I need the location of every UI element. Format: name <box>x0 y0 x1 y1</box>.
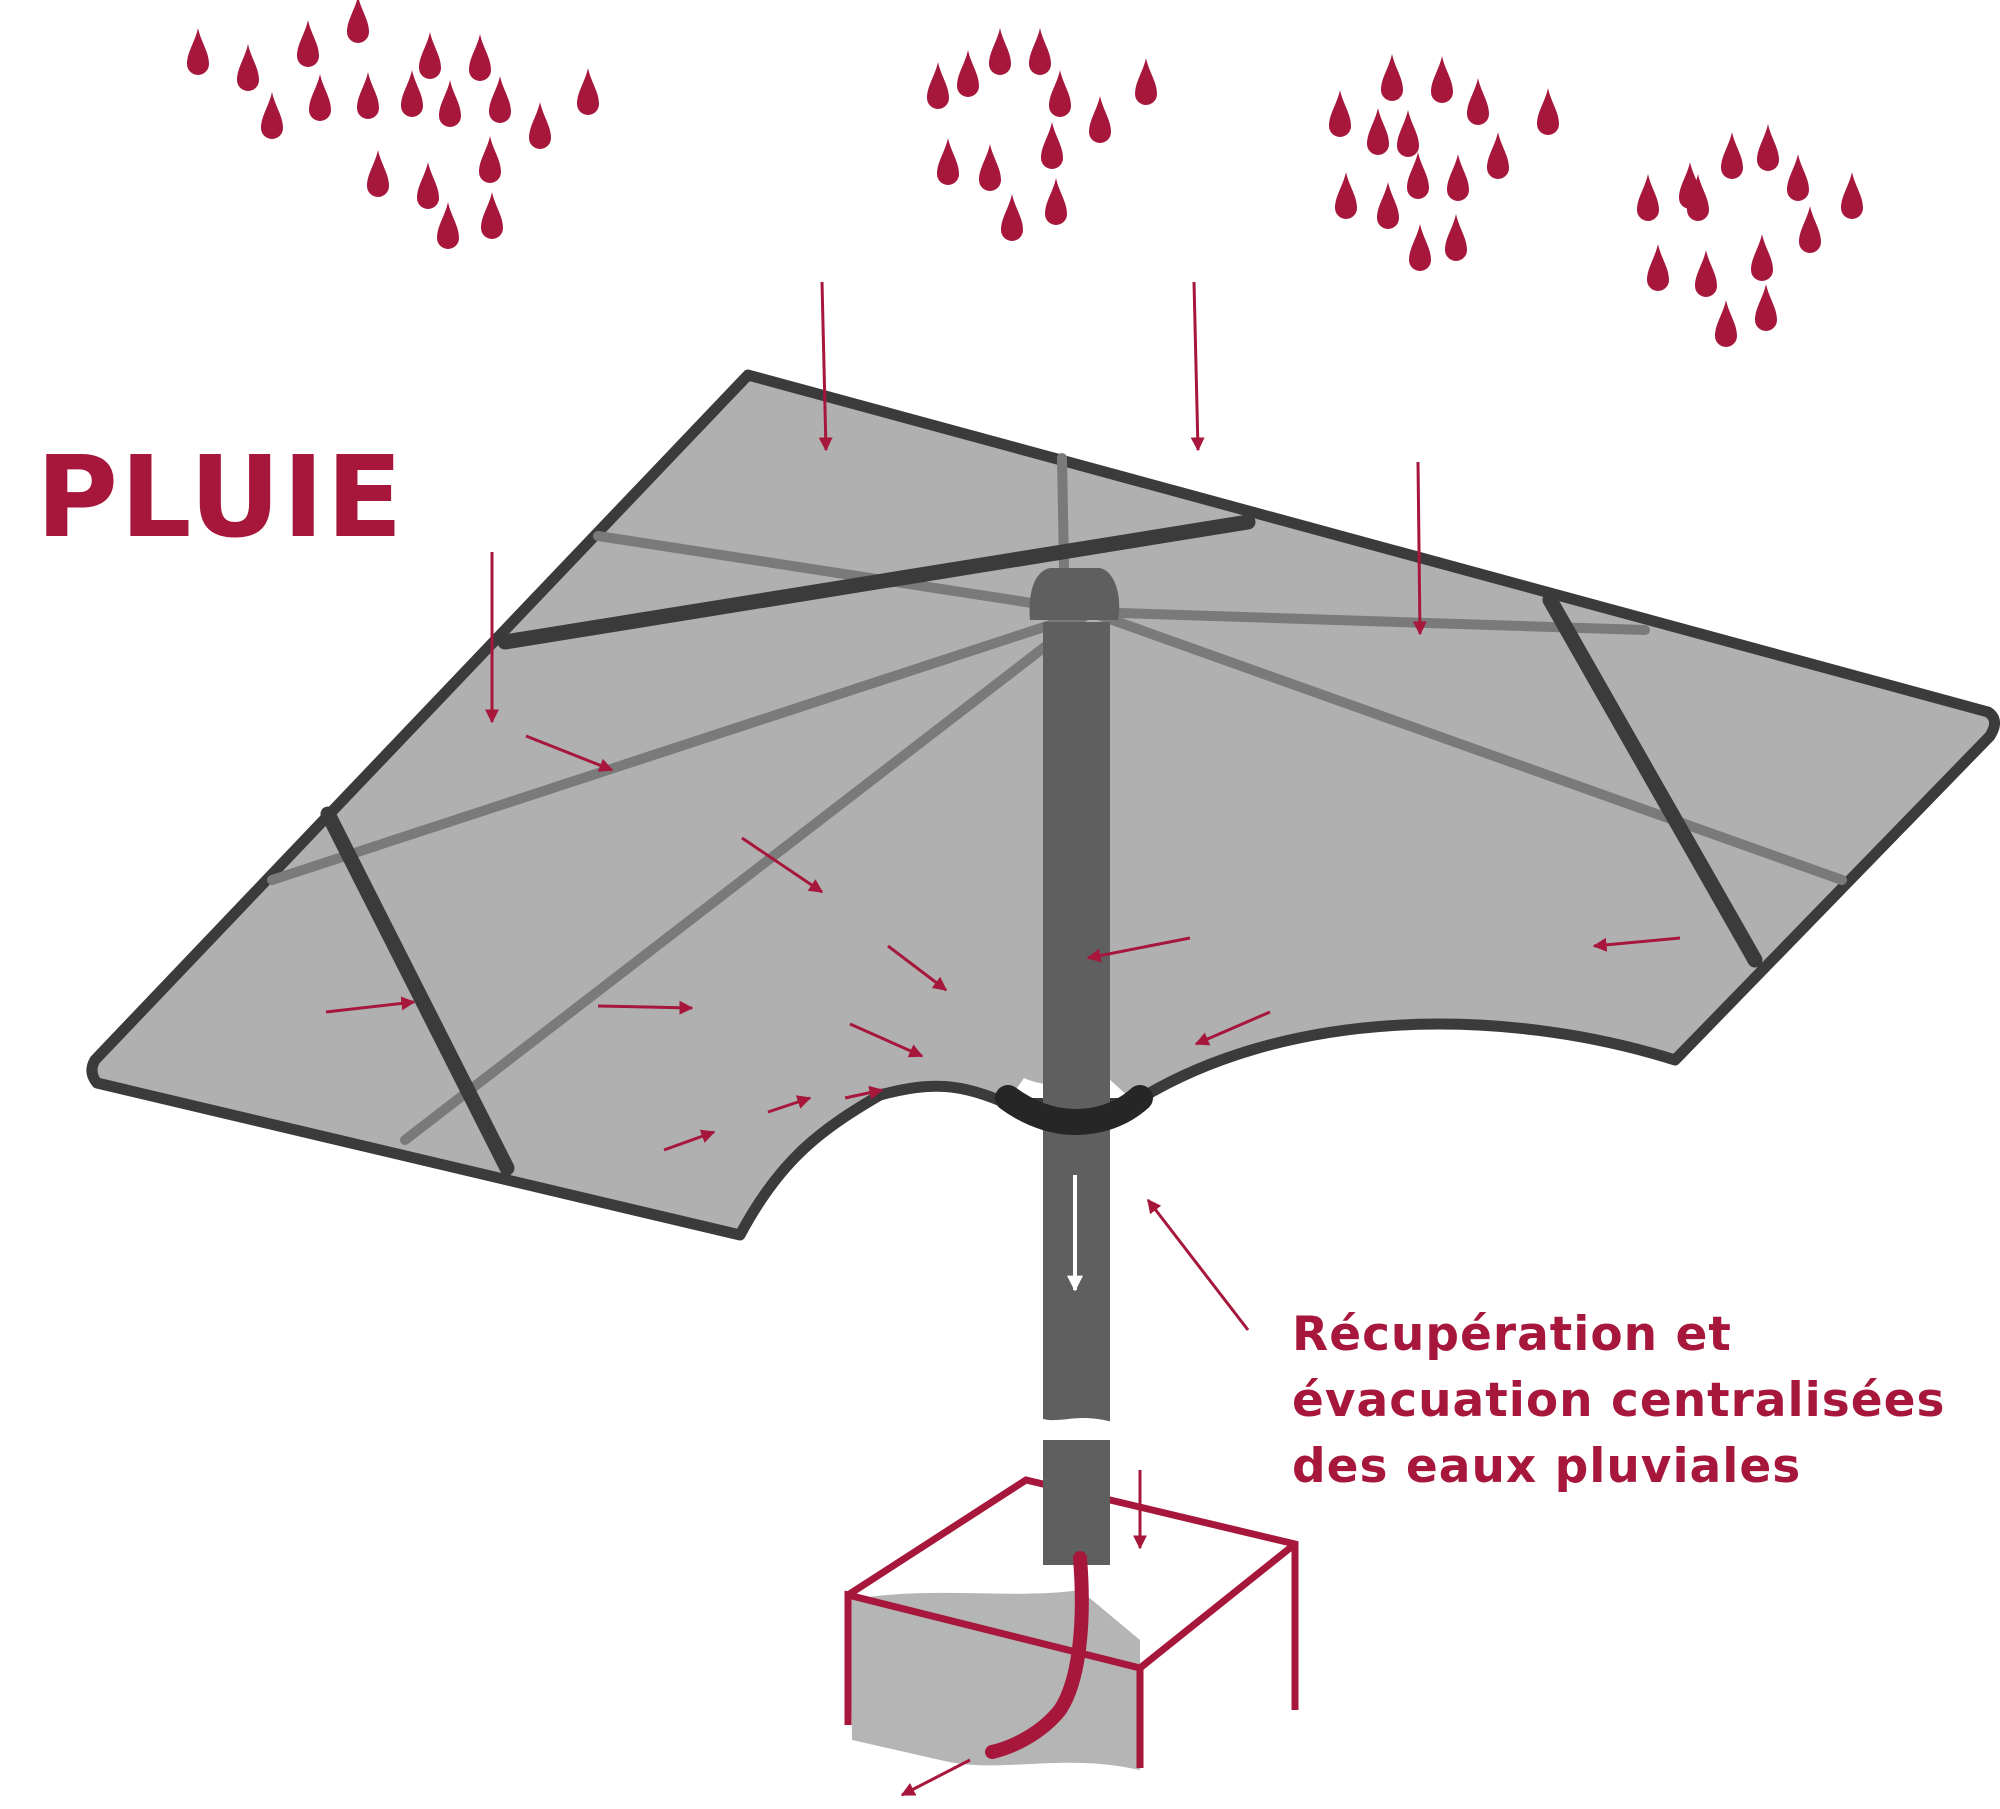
rain-drop-icon <box>1409 224 1431 271</box>
rain-drop-icon <box>1377 182 1399 229</box>
rain-drop-icon <box>367 150 389 197</box>
arrow-icon <box>767 1095 812 1114</box>
rain-drop-icon <box>1647 244 1669 291</box>
rain-drop-icon <box>1089 96 1111 143</box>
rain-drop-icon <box>237 44 259 91</box>
rain-drop-icon <box>927 62 949 109</box>
rain-drop-icon <box>1335 172 1357 219</box>
arrow-icon <box>900 1758 971 1797</box>
rain-drop-icon <box>1799 206 1821 253</box>
rain-drop-icon <box>1447 154 1469 201</box>
rain-drop-icon <box>1045 178 1067 225</box>
diagram-title: PLUIE <box>36 433 405 563</box>
rain-drop-icon <box>1001 194 1023 241</box>
rain-drop-icon <box>1041 122 1063 169</box>
rain-drop-icon <box>309 74 331 121</box>
rain-drop-icon <box>957 50 979 97</box>
rain-drop-icon <box>481 192 503 239</box>
rain-drop-icon <box>937 138 959 185</box>
rain-drop-icon <box>1751 234 1773 281</box>
arrow-icon <box>663 1129 716 1152</box>
rain-drop-icon <box>1467 78 1489 125</box>
rain-drop-icon <box>469 34 491 81</box>
arrow-icon <box>849 1022 924 1058</box>
drain-pipe <box>985 1551 1089 1759</box>
rain-drop-icon <box>1367 108 1389 155</box>
caption-line-1: Récupération et <box>1292 1307 1732 1362</box>
rain-drops <box>187 0 1863 347</box>
rain-drop-icon <box>1757 124 1779 171</box>
arrow-icon <box>1190 281 1205 452</box>
arrow-icon <box>1086 936 1191 963</box>
rain-drop-icon <box>1431 56 1453 103</box>
arrow-icon <box>325 996 416 1014</box>
rain-drop-icon <box>1029 28 1051 75</box>
rain-drop-icon <box>437 202 459 249</box>
rain-drop-icon <box>1787 154 1809 201</box>
rain-drop-icon <box>357 72 379 119</box>
rain-drop-icon <box>1397 110 1419 157</box>
arrow-icon <box>818 281 833 452</box>
rain-drop-icon <box>1381 54 1403 101</box>
water-flow-arrows <box>325 281 1681 1797</box>
rain-drop-icon <box>577 68 599 115</box>
rain-drop-icon <box>1049 70 1071 117</box>
rain-drop-icon <box>1445 214 1467 261</box>
rain-drop-icon <box>187 28 209 75</box>
umbrella-pole <box>995 568 1153 1565</box>
collection-caption: Récupération et évacuation centralisées … <box>1292 1302 1945 1500</box>
arrow-icon <box>1592 936 1681 952</box>
rain-drop-icon <box>261 92 283 139</box>
rain-drop-icon <box>417 162 439 209</box>
rain-drop-icon <box>979 144 1001 191</box>
rain-drop-icon <box>1637 174 1659 221</box>
rain-drop-icon <box>401 70 423 117</box>
rain-drop-icon <box>1721 132 1743 179</box>
rain-drop-icon <box>419 32 441 79</box>
arrow-icon <box>525 734 614 772</box>
rain-drop-icon <box>529 102 551 149</box>
arrow-icon <box>741 836 824 894</box>
rain-drop-icon <box>1695 250 1717 297</box>
rain-drop-icon <box>989 28 1011 75</box>
rain-drop-icon <box>439 80 461 127</box>
rain-drop-icon <box>489 76 511 123</box>
rain-drop-icon <box>1755 284 1777 331</box>
arrow-icon <box>597 1000 694 1015</box>
rain-drop-icon <box>1715 300 1737 347</box>
rain-drop-icon <box>347 0 369 43</box>
rain-drop-icon <box>1841 172 1863 219</box>
rain-drop-icon <box>1537 88 1559 135</box>
arrow-icon <box>1194 1010 1271 1046</box>
caption-line-3: des eaux pluviales <box>1292 1439 1802 1494</box>
rain-drop-icon <box>1407 152 1429 199</box>
ground-base <box>846 1476 1299 1770</box>
rain-drop-icon <box>1135 58 1157 105</box>
arrow-icon <box>844 1085 884 1100</box>
rain-drop-icon <box>1487 132 1509 179</box>
arrow-icon <box>887 944 948 992</box>
rain-drop-icon <box>1687 174 1709 221</box>
rain-drop-icon <box>297 20 319 67</box>
caption-line-2: évacuation centralisées <box>1292 1373 1946 1428</box>
arrow-icon <box>1146 1198 1250 1331</box>
arrow-icon <box>1412 461 1427 636</box>
rain-drop-icon <box>1329 90 1351 137</box>
ground-base-frame <box>844 1541 1298 1768</box>
rain-drop-icon <box>479 136 501 183</box>
